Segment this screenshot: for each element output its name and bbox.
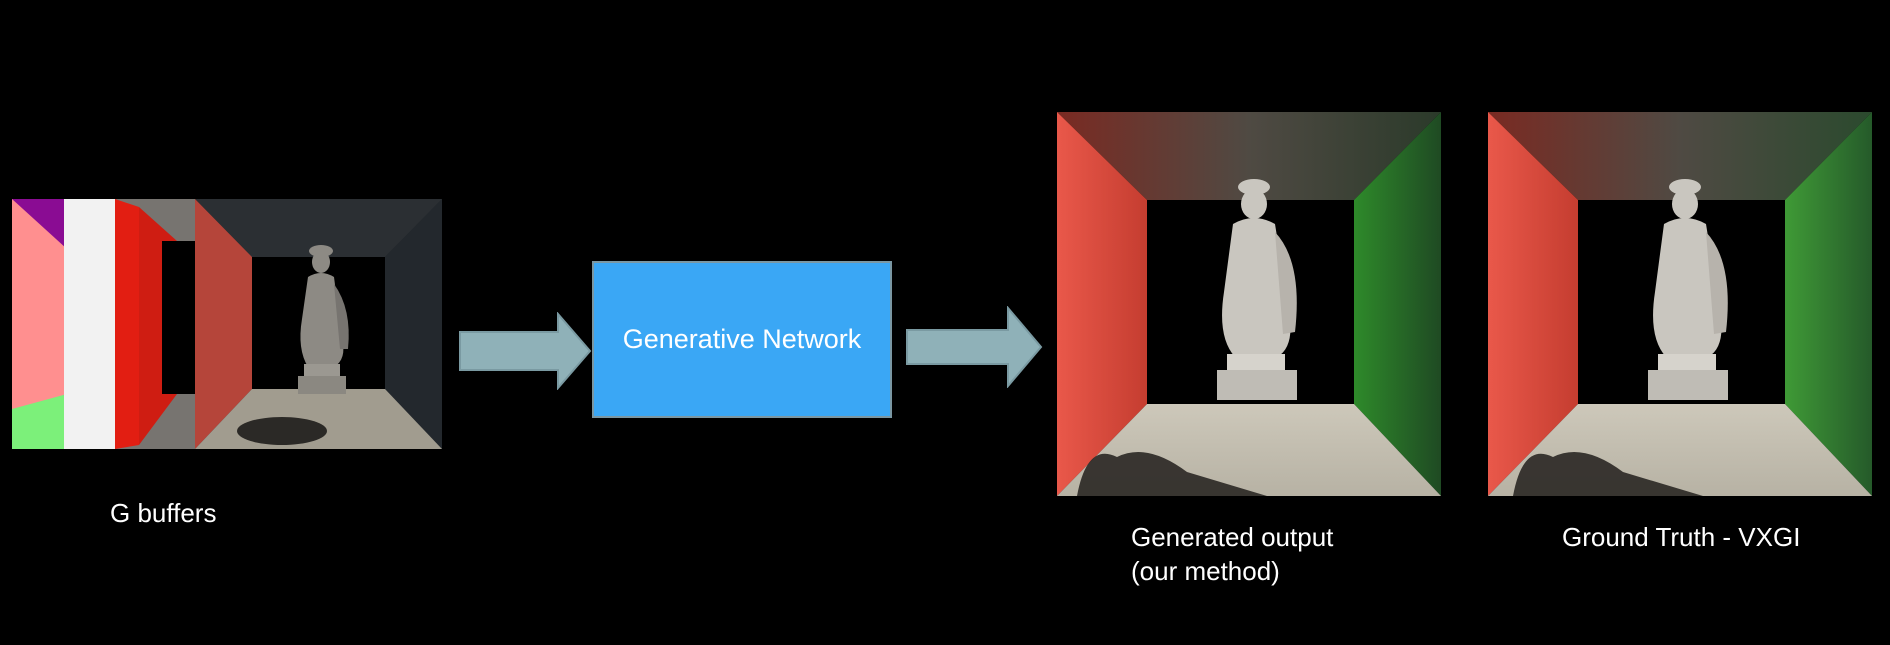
gbuffer-normals: [12, 199, 67, 449]
generated-output-image: [1057, 112, 1441, 496]
arrow-to-network: [458, 312, 592, 390]
gbuffer-rendered-room: [195, 199, 442, 449]
gbuffer-diffuse: [115, 199, 210, 449]
ground-truth-image: [1488, 112, 1872, 496]
arrow-to-output: [905, 306, 1043, 388]
generative-network-label: Generative Network: [622, 324, 862, 354]
generated-output-label-line1: Generated output: [1131, 522, 1334, 552]
g-buffers-label: G buffers: [110, 498, 217, 528]
generative-network-box: Generative Network: [592, 261, 892, 418]
generated-output-label-line2: (our method): [1131, 556, 1280, 586]
ground-truth-label: Ground Truth - VXGI: [1562, 522, 1801, 552]
g-buffers-stack: [12, 199, 442, 449]
gbuffer-albedo: [64, 199, 119, 449]
